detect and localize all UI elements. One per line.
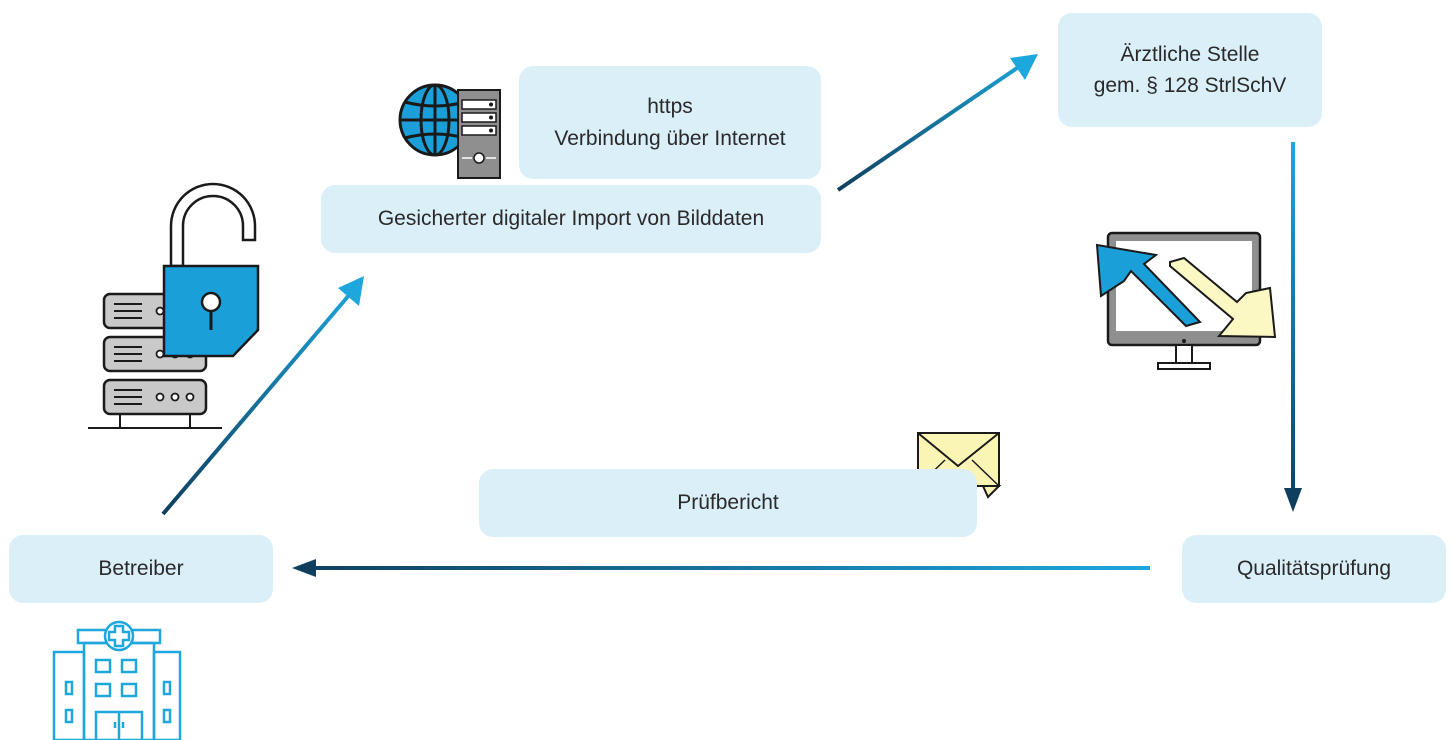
server-tower-icon xyxy=(457,89,501,179)
node-qualitaetspruefung-label: Qualitätsprüfung xyxy=(1236,557,1392,581)
arrow-aerztliche-stelle-to-qualitaetspruefung xyxy=(1284,142,1302,512)
node-betreiber: Betreiber xyxy=(9,535,273,603)
arrow-betreiber-to-import xyxy=(161,276,364,516)
monitor-exchange-icon xyxy=(1095,231,1277,370)
node-https-info-line2: Verbindung über Internet xyxy=(554,126,786,150)
node-aerztliche-stelle-line1: Ärztliche Stelle xyxy=(1120,42,1260,66)
node-import-label: Gesicherter digitaler Import von Bilddat… xyxy=(377,207,765,231)
arrow-qualitaetspruefung-to-betreiber xyxy=(292,559,1150,577)
node-betreiber-label: Betreiber xyxy=(98,557,184,581)
node-qualitaetspruefung: Qualitätsprüfung xyxy=(1182,535,1446,603)
node-https-info: https Verbindung über Internet xyxy=(519,66,821,179)
hospital-icon xyxy=(52,620,182,740)
node-pruefbericht: Prüfbericht xyxy=(479,469,977,537)
node-pruefbericht-label: Prüfbericht xyxy=(677,491,779,515)
padlock-icon xyxy=(162,182,260,358)
node-https-info-line1: https xyxy=(647,95,693,118)
node-aerztliche-stelle-line2: gem. § 128 StrlSchV xyxy=(1093,74,1287,97)
node-import: Gesicherter digitaler Import von Bilddat… xyxy=(321,185,821,253)
node-aerztliche-stelle: Ärztliche Stelle gem. § 128 StrlSchV xyxy=(1058,13,1322,127)
arrow-import-to-aerztliche-stelle xyxy=(836,54,1038,192)
